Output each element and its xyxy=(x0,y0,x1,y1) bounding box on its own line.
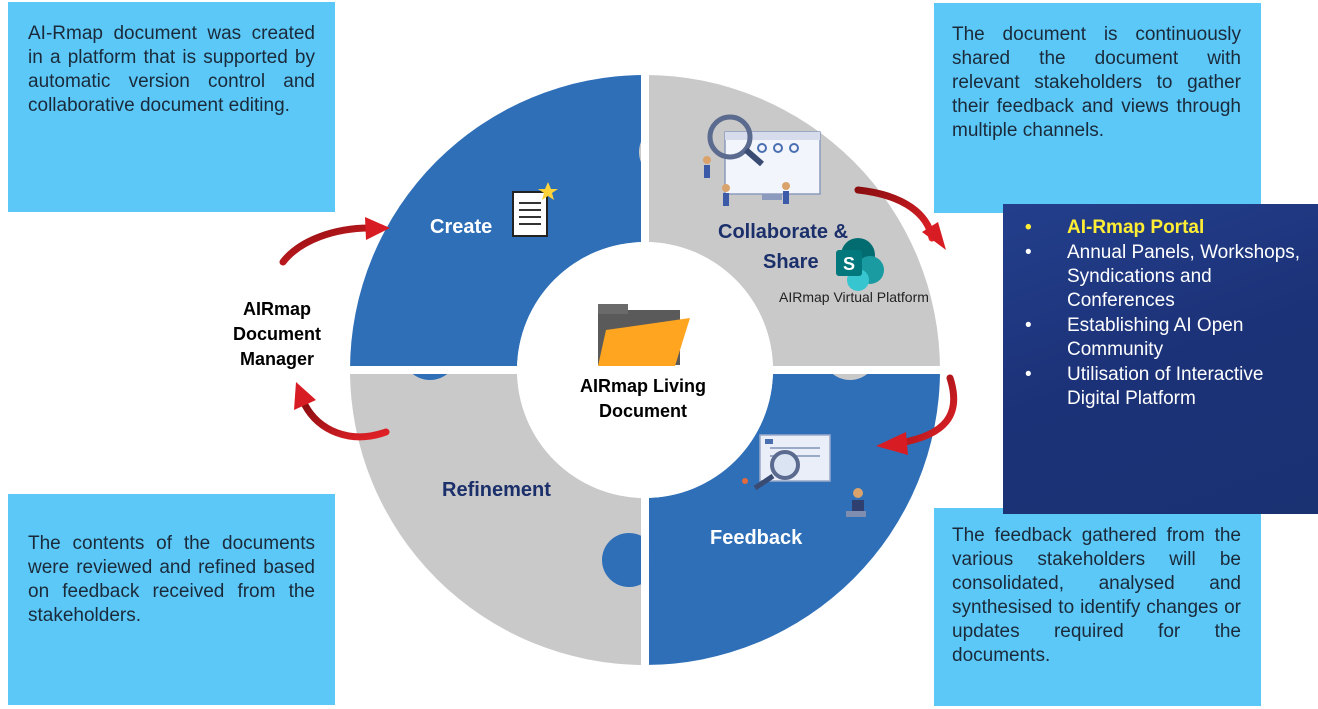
share-description: The document is continuously shared the … xyxy=(952,24,1241,141)
arrow-refinement-to-manager xyxy=(294,382,390,441)
feedback-illustration xyxy=(742,434,866,517)
create-description-box: AI-Rmap document was created in a platfo… xyxy=(8,2,335,212)
collaborate-label: Collaborate & xyxy=(718,221,848,243)
share-label: Share xyxy=(763,251,819,273)
channel-item-portal: AI-Rmap Portal xyxy=(1011,216,1308,240)
folder-icon xyxy=(598,304,690,366)
puzzle-tab-top xyxy=(639,125,693,179)
channels-panel: AI-Rmap Portal Annual Panels, Workshops,… xyxy=(1003,204,1318,514)
feedback-label: Feedback xyxy=(710,527,803,549)
create-label: Create xyxy=(430,216,492,238)
arrow-share-to-channels xyxy=(854,186,946,250)
feedback-description-box: The feedback gathered from the various s… xyxy=(934,508,1261,706)
refinement-label: Refinement xyxy=(442,479,551,501)
channel-item-panels: Annual Panels, Workshops, Syndications a… xyxy=(1011,241,1308,313)
arrow-manager-to-create xyxy=(279,217,390,266)
refinement-description: The contents of the documents were revie… xyxy=(28,533,315,626)
channel-item-community: Establishing AI Open Community xyxy=(1011,314,1308,362)
document-manager-label: AIRmap Document Manager xyxy=(232,299,321,369)
virtual-platform-note: AIRmap Virtual Platform xyxy=(779,289,929,305)
channel-item-digital-platform: Utilisation of Interactive Digital Platf… xyxy=(1011,363,1308,411)
collaboration-illustration xyxy=(703,114,821,206)
arrow-channels-to-feedback xyxy=(876,374,958,455)
refinement-description-box: The contents of the documents were revie… xyxy=(8,494,335,705)
create-description: AI-Rmap document was created in a platfo… xyxy=(28,23,315,116)
feedback-description: The feedback gathered from the various s… xyxy=(952,525,1241,666)
document-icon xyxy=(512,182,558,237)
svg-text:S: S xyxy=(843,254,855,274)
channels-list: AI-Rmap Portal Annual Panels, Workshops,… xyxy=(1011,216,1308,411)
share-description-box: The document is continuously shared the … xyxy=(934,3,1261,213)
living-document-label: AIRmap Living Document xyxy=(579,376,706,421)
sharepoint-icon: S xyxy=(836,238,884,291)
center-hub xyxy=(517,242,773,498)
